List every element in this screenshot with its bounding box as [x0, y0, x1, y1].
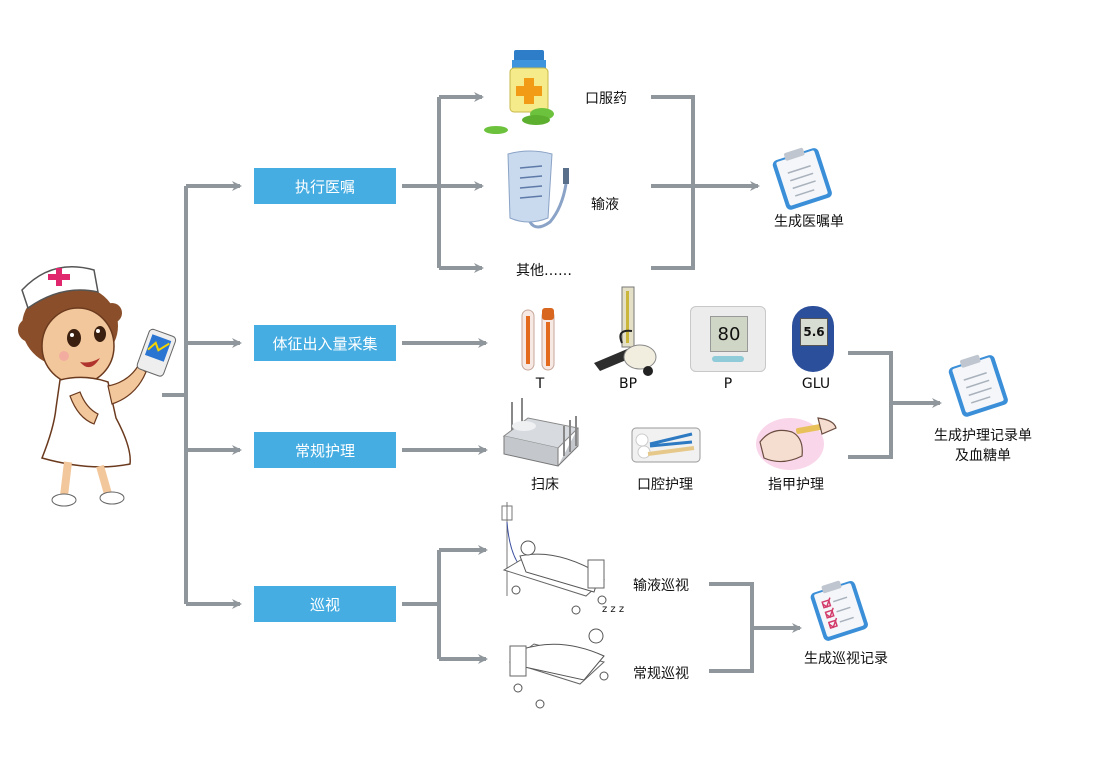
glucose-meter-icon: 5.6 [792, 306, 834, 372]
category-routine-care[interactable]: 常规护理 [254, 432, 396, 468]
patient-sleeping-bed-icon [508, 628, 609, 709]
checklist-clipboard-icon [810, 580, 868, 641]
sleep-zzz: z z z [602, 604, 625, 615]
clipboard-icon [772, 147, 832, 210]
nail-care-icon [756, 417, 837, 470]
patient-iv-bed-icon [501, 502, 607, 615]
nursing-record-label-line1: 生成护理记录单 [934, 428, 1032, 444]
category-rounds[interactable]: 巡视 [254, 586, 396, 622]
bed-making-label: 扫床 [531, 477, 559, 493]
vital-p-label: P [723, 376, 733, 392]
category-label: 体征出入量采集 [272, 334, 378, 353]
oral-care-label: 口腔护理 [637, 477, 693, 493]
routine-rounds-label: 常规巡视 [633, 666, 689, 682]
category-label: 执行医嘱 [294, 177, 355, 196]
pill-bottle-icon [484, 50, 554, 134]
category-label: 常规护理 [294, 441, 355, 460]
other-label: 其他…… [516, 263, 572, 279]
nurse-icon [18, 266, 177, 507]
pulse-display: 80 [710, 316, 748, 352]
hospital-bed-icon [502, 398, 580, 467]
nail-care-label: 指甲护理 [768, 477, 824, 493]
vital-glu-label: GLU [801, 376, 831, 392]
nursing-record-label-line2: 及血糖单 [955, 448, 1011, 464]
nursing-record-output-label: 生成护理记录单 及血糖单 [934, 426, 1032, 466]
vital-t-label: T [535, 376, 545, 392]
sphygmomanometer-icon [594, 286, 657, 376]
clipboard-icon [948, 354, 1008, 417]
order-sheet-output-label: 生成医嘱单 [774, 214, 844, 230]
iv-bag-icon [507, 150, 569, 229]
iv-infusion-label: 输液 [591, 197, 619, 213]
category-exec-orders[interactable]: 执行医嘱 [254, 168, 396, 204]
vital-bp-label: BP [618, 376, 638, 392]
category-label: 巡视 [309, 595, 340, 614]
rounds-record-output-label: 生成巡视记录 [804, 651, 888, 667]
oral-medicine-label: 口服药 [585, 91, 627, 107]
category-vitals-collection[interactable]: 体征出入量采集 [254, 325, 396, 361]
pulse-monitor-icon: 80 [690, 306, 766, 372]
oral-care-tray-icon [631, 427, 701, 463]
exec-merge [651, 95, 695, 270]
iv-rounds-label: 输液巡视 [633, 578, 689, 594]
glucose-display: 5.6 [800, 318, 828, 346]
thermometer-icon [521, 308, 555, 371]
